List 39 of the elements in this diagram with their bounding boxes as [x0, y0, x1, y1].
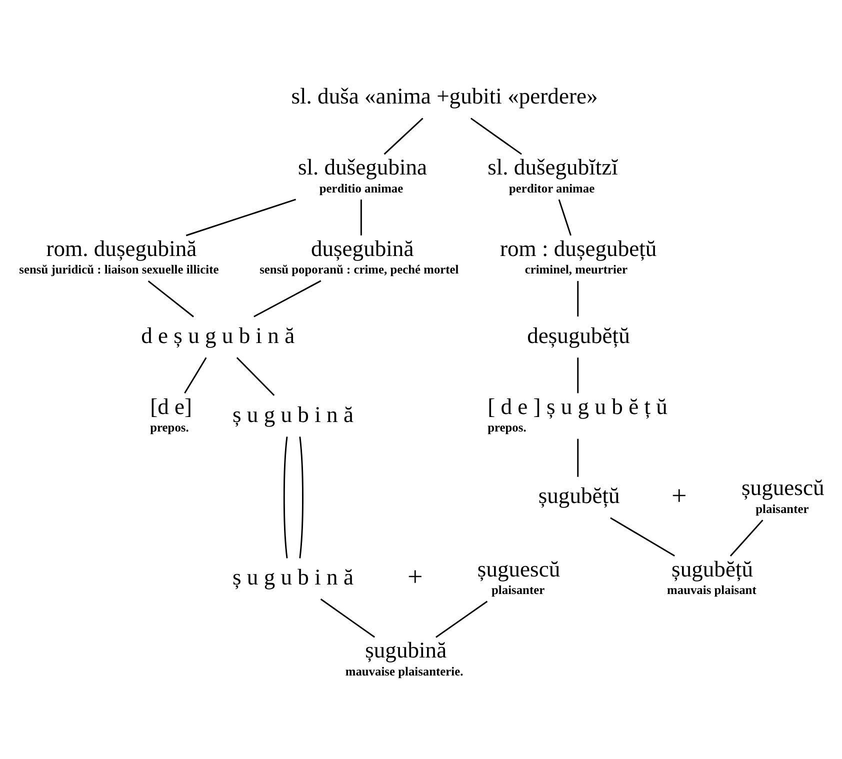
node-text: sl. duša «anima +gubiti «perdere»: [291, 82, 598, 108]
node-text: d e ș u g u b i n ă: [141, 322, 295, 348]
node-text: șuguescŭ plaisanter: [477, 556, 560, 597]
connector: [730, 519, 764, 556]
connector: [558, 198, 572, 236]
label: +: [407, 561, 423, 592]
connector: [610, 516, 675, 556]
node-text: sl. dušegubina perditio animae: [298, 154, 428, 195]
node-text: șugubĕțŭ mauvais plaisant: [667, 556, 756, 597]
connector: [436, 600, 488, 638]
connector: [360, 199, 362, 235]
connector: [184, 356, 207, 394]
connector: [470, 117, 522, 154]
node-text: ș u g u b i n ă: [232, 401, 354, 426]
connector: [577, 280, 579, 316]
connector: [186, 198, 296, 236]
label: +: [672, 480, 687, 510]
node-text: șuguescŭ plaisanter: [742, 474, 824, 516]
connector: [299, 436, 304, 558]
node-text: dușegubină sensŭ poporanŭ : crime, peché mortel: [260, 235, 459, 276]
node-text: rom. dușegubină sensŭ juridicŭ : liaison sexuelle illicite: [19, 235, 219, 276]
connector: [577, 357, 579, 393]
connector: [577, 438, 579, 476]
node-text: deșugubĕțŭ: [527, 322, 630, 348]
node-text: rom : dușegubețŭ criminel, meurtrier: [500, 235, 657, 276]
node-text: șugubină mauvaise plaisanterie.: [345, 637, 464, 678]
node-text: sl. dušegubĭtzĭ perditor animae: [488, 154, 618, 195]
node-text: ș u g u b i n ă: [232, 564, 354, 589]
node-label: prepos.: [488, 420, 526, 434]
connector: [236, 356, 275, 396]
connector: [283, 436, 288, 558]
node-label: prepos.: [150, 420, 189, 434]
node-text: șugubĕțŭ: [538, 482, 620, 508]
connector: [320, 598, 376, 638]
connector: [148, 280, 194, 317]
node-text: [d e]: [150, 393, 192, 418]
node-text: [ d e ] ș u g u b ĕ ț ŭ: [488, 393, 668, 418]
connector: [384, 117, 424, 154]
connector: [254, 280, 322, 317]
